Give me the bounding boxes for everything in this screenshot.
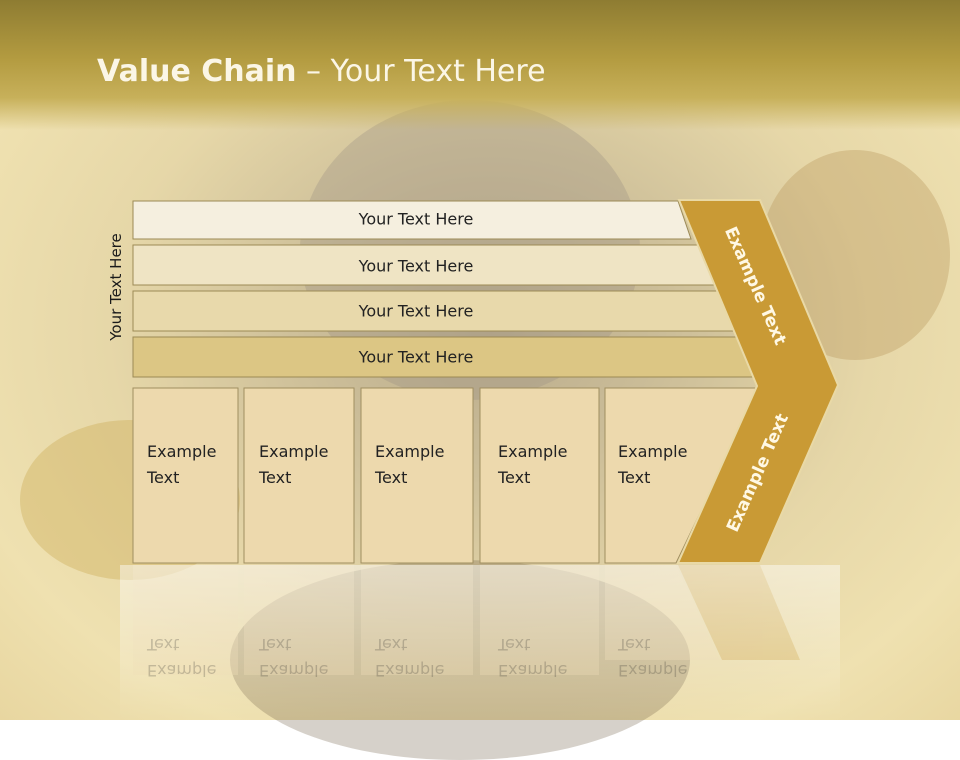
reflection-line1: Example	[498, 661, 568, 680]
box-label-3: Example Text	[375, 439, 444, 491]
box-label-reflection: Example Text	[147, 631, 216, 683]
activity-box-5	[604, 387, 761, 564]
box-label-line2: Text	[498, 468, 531, 487]
reflection-line1: Example	[618, 661, 688, 680]
box-label-1: Example Text	[147, 439, 216, 491]
title-bold-part: Value Chain	[97, 54, 297, 89]
slide-title: Value Chain – Your Text Here	[97, 54, 546, 89]
bar-label-4: Your Text Here	[358, 347, 474, 367]
activity-box-3	[360, 387, 474, 564]
reflection-line2: Text	[375, 635, 408, 654]
box-label-5: Example Text	[618, 439, 687, 491]
box-label-4: Example Text	[498, 439, 567, 491]
box-label-line2: Text	[147, 468, 180, 487]
box-label-line2: Text	[618, 468, 651, 487]
bar-1	[132, 200, 692, 240]
reflection-fade	[120, 565, 840, 720]
box-label-line1: Example	[618, 442, 688, 461]
chevron-arrow	[676, 199, 840, 564]
title-bar	[0, 0, 960, 130]
box-label-reflection: Example Text	[375, 631, 444, 683]
box-label-2: Example Text	[259, 439, 328, 491]
box-label-reflection: Example Text	[259, 631, 328, 683]
bar-label-2: Your Text Here	[358, 256, 474, 276]
activity-box-1	[132, 387, 239, 564]
reflection-line1: Example	[259, 661, 329, 680]
reflection-line2: Text	[147, 635, 180, 654]
bar-label-3: Your Text Here	[358, 301, 474, 321]
box-label-line1: Example	[259, 442, 329, 461]
activity-box-2	[243, 387, 355, 564]
box-label-line1: Example	[498, 442, 568, 461]
box-label-line2: Text	[375, 468, 408, 487]
reflection-line2: Text	[618, 635, 651, 654]
activity-box-4	[479, 387, 600, 564]
reflection-line1: Example	[375, 661, 445, 680]
reflection-line2: Text	[259, 635, 292, 654]
reflection-line2: Text	[498, 635, 531, 654]
reflection-line1: Example	[147, 661, 217, 680]
side-label: Your Text Here	[107, 233, 125, 341]
box-label-line1: Example	[147, 442, 217, 461]
box-label-line2: Text	[259, 468, 292, 487]
box-label-line1: Example	[375, 442, 445, 461]
box-label-reflection: Example Text	[618, 631, 687, 683]
box-label-reflection: Example Text	[498, 631, 567, 683]
title-rest-part: – Your Text Here	[296, 54, 546, 89]
value-chain-diagram	[120, 199, 840, 720]
bar-label-1: Your Text Here	[358, 209, 474, 229]
